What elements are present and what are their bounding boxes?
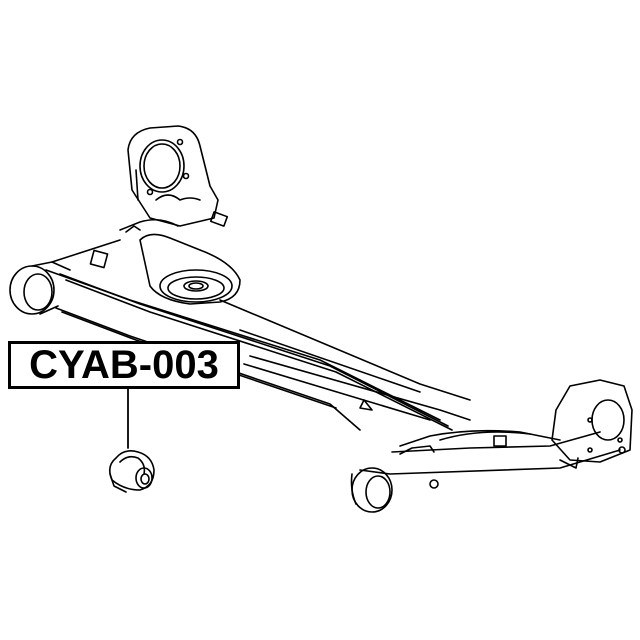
part-number-label: CYAB-003 [8, 341, 240, 389]
bushing-part-icon [108, 450, 155, 493]
right-bushing-eye [350, 467, 393, 513]
axle-beam [45, 239, 471, 431]
left-spring-seat [89, 218, 241, 305]
left-knuckle-bracket [127, 125, 229, 227]
part-number-text: CYAB-003 [29, 343, 219, 387]
right-trailing-arm [359, 429, 621, 489]
right-knuckle-bracket [551, 379, 633, 469]
left-bushing-eye [9, 261, 71, 315]
